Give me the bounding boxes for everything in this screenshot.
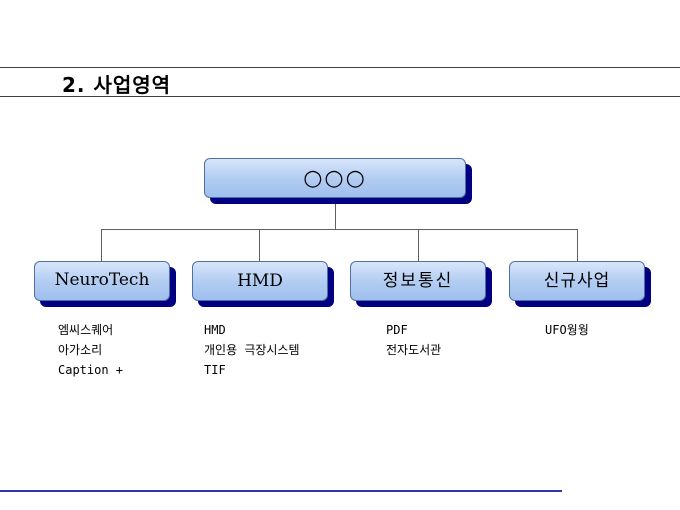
connector-drop-1 bbox=[101, 229, 102, 261]
list-item: TIF bbox=[204, 363, 226, 377]
bottom-rule bbox=[0, 490, 562, 492]
list-item: 개인용 극장시스템 bbox=[204, 343, 300, 357]
connector-horizontal-bar bbox=[101, 229, 577, 230]
root-label: ○○○ bbox=[303, 166, 367, 191]
top-rule bbox=[0, 67, 680, 68]
branch-box-neurotech: NeuroTech bbox=[34, 261, 170, 301]
connector-drop-3 bbox=[418, 229, 419, 261]
list-item: Caption + bbox=[58, 363, 124, 377]
branch-box-hmd: HMD bbox=[192, 261, 328, 301]
list-item: PDF bbox=[386, 323, 408, 337]
list-item: 전자도서관 bbox=[386, 343, 442, 357]
branch-label-new-business: 신규사업 bbox=[543, 271, 611, 291]
connector-drop-2 bbox=[259, 229, 260, 261]
branch-box-new-business: 신규사업 bbox=[509, 261, 645, 301]
branch-label-neurotech: NeuroTech bbox=[54, 270, 150, 290]
list-item: 아가소리 bbox=[58, 343, 103, 357]
list-item: 엠씨스퀘어 bbox=[58, 323, 114, 337]
list-item: UFO웡웡 bbox=[545, 323, 589, 337]
list-item: HMD bbox=[204, 323, 226, 337]
branch-label-hmd: HMD bbox=[237, 271, 283, 291]
page-title: 2. 사업영역 bbox=[62, 73, 172, 97]
title-underline bbox=[0, 96, 680, 97]
branch-label-info-comm: 정보통신 bbox=[382, 271, 454, 291]
branch-box-info-comm: 정보통신 bbox=[350, 261, 486, 301]
connector-drop-4 bbox=[577, 229, 578, 261]
root-box: ○○○ bbox=[204, 158, 466, 198]
connector-root-stem bbox=[335, 197, 336, 229]
